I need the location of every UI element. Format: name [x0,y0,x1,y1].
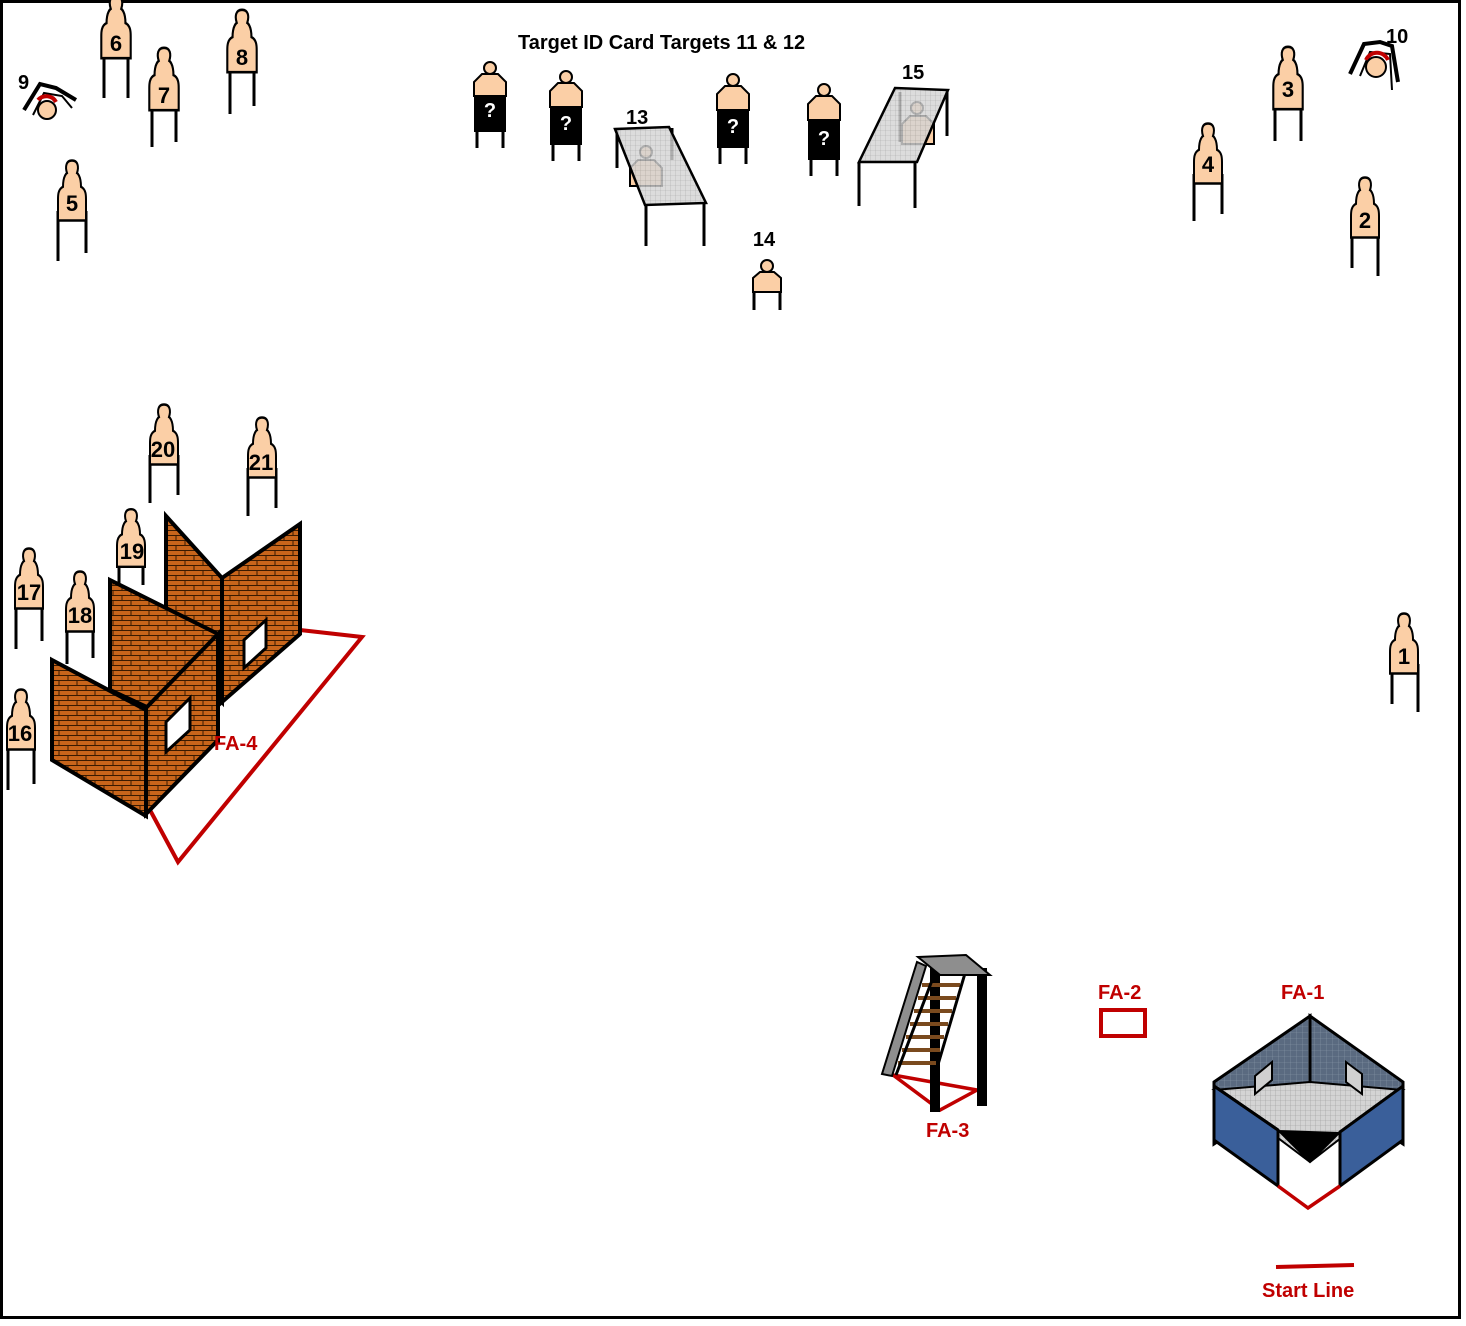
target-label: 4 [1202,152,1215,177]
brick-wall-structure: FA-4 [52,516,362,862]
table-target-15: 15 [859,62,948,208]
table-target-13: 13 [615,107,706,246]
target-5: 5 [58,161,86,262]
fault-area-1-outline [1278,1186,1340,1208]
target-16: 16 [7,690,35,791]
fault-area-2-label: FA-2 [1098,982,1141,1004]
target-3: 3 [1273,47,1302,141]
plate-target-10: 10 [1350,26,1408,90]
plate-label: 10 [1386,26,1408,48]
target-4: 4 [1194,124,1222,222]
id-card-label: ? [484,100,496,122]
fault-area-3-label: FA-3 [926,1120,969,1142]
id-card-target-1: ? [474,62,506,148]
table-target-label: 13 [626,107,648,129]
target-18: 18 [66,572,94,665]
target-20: 20 [150,405,178,504]
low-target-label: 14 [753,229,776,251]
table-target-label: 15 [902,62,924,84]
id-card-label: ? [560,113,572,135]
start-line-label: Start Line [1262,1280,1354,1302]
target-label: 18 [68,603,92,628]
target-label: 2 [1359,208,1371,233]
target-label: 21 [249,450,273,475]
target-label: 20 [151,437,175,462]
target-label: 17 [17,580,41,605]
low-target-14: 14 [753,229,781,310]
ladder-platform: FA-3 [882,955,990,1142]
diagram-title: Target ID Card Targets 11 & 12 [518,32,805,54]
plate-label: 9 [18,72,29,94]
id-card-label: ? [727,116,739,138]
start-line: Start Line [1262,1265,1354,1302]
target-21: 21 [248,418,276,517]
fault-area-2: FA-2 [1098,982,1145,1036]
target-8: 8 [227,10,256,114]
target-19: 19 [117,509,145,585]
target-label: 7 [158,83,170,108]
target-2: 2 [1351,178,1379,277]
target-label: 6 [110,31,122,56]
target-17: 17 [15,549,43,650]
target-label: 16 [8,721,32,746]
target-label: 19 [120,539,144,564]
target-label: 3 [1282,77,1294,102]
plate-target-9: 9 [18,72,76,119]
id-card-target-3: ? [717,74,749,164]
target-label: 1 [1398,644,1410,669]
room-structure: FA-1 [1214,982,1403,1208]
target-label: 8 [236,45,248,70]
id-card-label: ? [818,128,830,150]
id-card-target-2: ? [550,71,582,161]
target-1: 1 [1390,614,1418,713]
fault-area-4-label: FA-4 [214,733,258,755]
fault-area-1-label: FA-1 [1281,982,1324,1004]
target-6: 6 [101,0,130,98]
target-7: 7 [149,48,178,147]
target-label: 5 [66,191,78,216]
id-card-target-4: ? [808,84,840,176]
